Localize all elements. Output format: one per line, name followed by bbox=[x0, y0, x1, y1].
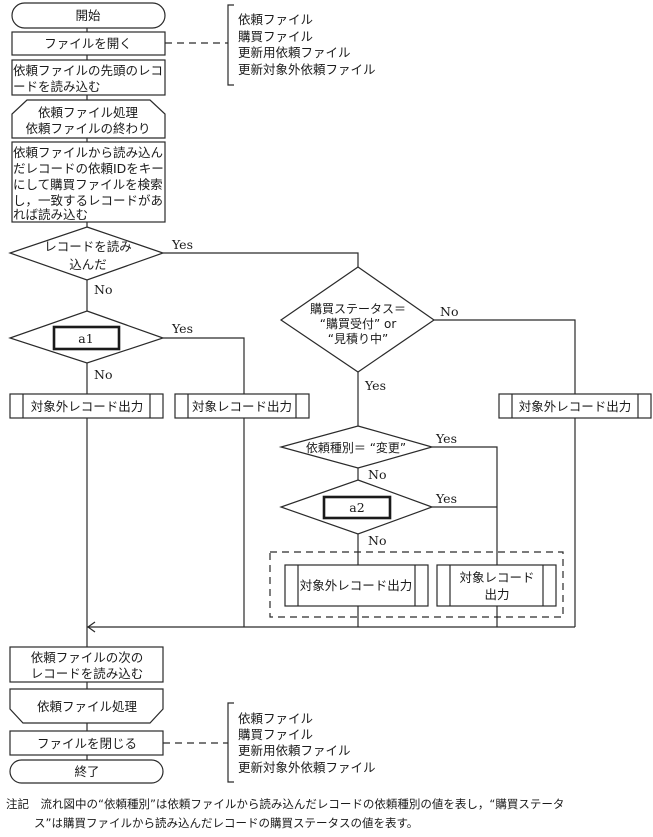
loop-start-line-1: 依頼ファイル処理 bbox=[38, 105, 139, 120]
subroutine-nontarget-3 bbox=[284, 564, 429, 607]
footnote-line-2: ス”は購買ファイルから読み込んだレコードの購買ステータスの値を表す。 bbox=[34, 816, 419, 830]
decision-record-read-line-1: レコードを読み bbox=[44, 239, 132, 254]
close-file-2: 購買ファイル bbox=[238, 727, 313, 742]
a1-yes-label: Yes bbox=[171, 321, 193, 336]
search-line-4: し，一致するレコードがあ bbox=[13, 193, 163, 208]
search-line-2: だレコードの依頼IDをキー bbox=[13, 161, 164, 176]
footnote-line-1: 注記 流れ図中の“依頼種別”は依頼ファイルから読み込んだレコードの依頼種別の値を… bbox=[6, 797, 565, 811]
decision-request-type-label: 依頼種別＝ “変更” bbox=[306, 440, 406, 455]
search-line-3: にして購買ファイルを検索 bbox=[13, 177, 163, 192]
search-line-5: れば読み込む bbox=[13, 207, 88, 222]
record-read-yes-line bbox=[163, 252, 359, 267]
a2-no-label: No bbox=[368, 533, 386, 548]
open-files-bracket bbox=[227, 4, 234, 86]
search-line-1: 依頼ファイルから読み込ん bbox=[13, 145, 163, 160]
open-file-1: 依頼ファイル bbox=[238, 12, 313, 27]
decision-purchase-status-line-1: 購買ステータス＝ bbox=[310, 302, 406, 316]
blank-a2 bbox=[322, 495, 392, 520]
a1-no-label: No bbox=[94, 367, 112, 382]
subroutine-nontarget-2-label: 対象外レコード出力 bbox=[519, 399, 632, 414]
decision-record-read bbox=[8, 226, 165, 281]
type-yes-label: Yes bbox=[435, 431, 457, 446]
loop-start-line-2: 依頼ファイルの終わり bbox=[25, 121, 150, 136]
record-read-yes-label: Yes bbox=[171, 237, 193, 252]
status-yes-label: Yes bbox=[364, 378, 386, 393]
decision-record-read-line-2: 込んだ bbox=[69, 257, 107, 272]
subroutine-target-3 bbox=[436, 564, 557, 607]
loop-end bbox=[9, 688, 164, 724]
end-terminal bbox=[9, 759, 164, 784]
subroutine-nontarget-2 bbox=[498, 393, 652, 419]
loop-start bbox=[11, 99, 166, 139]
open-file-3: 更新用依頼ファイル bbox=[238, 45, 351, 60]
blank-a1-label: a1 bbox=[78, 331, 93, 346]
read-next-line-1: 依頼ファイルの次の bbox=[31, 650, 144, 665]
subroutine-nontarget-1 bbox=[9, 393, 164, 419]
start-label: 開始 bbox=[75, 8, 101, 23]
close-file-4: 更新対象外依頼ファイル bbox=[238, 760, 376, 775]
close-file-1: 依頼ファイル bbox=[238, 711, 313, 726]
merge-arrow-icon bbox=[86, 621, 96, 633]
blank-a1 bbox=[52, 325, 121, 351]
subroutine-target-3-line-1: 対象レコード bbox=[459, 570, 534, 585]
close-files-bracket bbox=[227, 702, 234, 783]
blank-a2-label: a2 bbox=[349, 500, 364, 515]
subroutine-nontarget-1-label: 対象外レコード出力 bbox=[31, 399, 144, 414]
status-no-line bbox=[434, 319, 576, 394]
read-first-line-2: ードを読み込む bbox=[13, 79, 101, 94]
decision-purchase-status-line-2: “購買受付” or bbox=[320, 317, 397, 331]
type-no-label: No bbox=[368, 467, 386, 482]
footnote: 注記 流れ図中の“依頼種別”は依頼ファイルから読み込んだレコードの依頼種別の値を… bbox=[6, 795, 646, 833]
a1-yes-line bbox=[163, 337, 245, 394]
close-files-label: ファイルを閉じる bbox=[37, 736, 137, 751]
subroutine-target-1-label: 対象レコード出力 bbox=[192, 399, 292, 414]
subroutine-target-3-line-2: 出力 bbox=[484, 587, 509, 602]
decision-purchase-status-line-3: “見積り中” bbox=[328, 331, 388, 346]
end-label: 終了 bbox=[74, 764, 99, 779]
open-file-2: 購買ファイル bbox=[238, 29, 313, 44]
read-first-process bbox=[11, 59, 166, 96]
loop-end-label: 依頼ファイル処理 bbox=[37, 699, 138, 714]
record-read-no-label: No bbox=[94, 282, 112, 297]
close-file-3: 更新用依頼ファイル bbox=[238, 743, 351, 758]
status-no-label: No bbox=[440, 304, 458, 319]
search-process bbox=[11, 141, 166, 223]
flowchart: 開始 ファイルを開く 依頼ファイル 購買ファイル 更新用依頼ファイル 更新対象外… bbox=[8, 2, 652, 784]
read-first-line-1: 依頼ファイルの先頭のレコ bbox=[13, 63, 163, 78]
type-yes-line bbox=[432, 446, 498, 565]
subroutine-nontarget-3-label: 対象外レコード出力 bbox=[300, 578, 413, 593]
dashed-output-group bbox=[269, 551, 564, 618]
open-file-4: 更新対象外依頼ファイル bbox=[238, 62, 376, 77]
a2-yes-label: Yes bbox=[435, 491, 457, 506]
subroutine-target-1 bbox=[174, 393, 310, 419]
start-terminal bbox=[11, 2, 166, 29]
read-next-line-2: レコードを読み込む bbox=[31, 666, 144, 681]
read-next-process bbox=[9, 646, 164, 683]
open-files-label: ファイルを開く bbox=[44, 36, 132, 51]
